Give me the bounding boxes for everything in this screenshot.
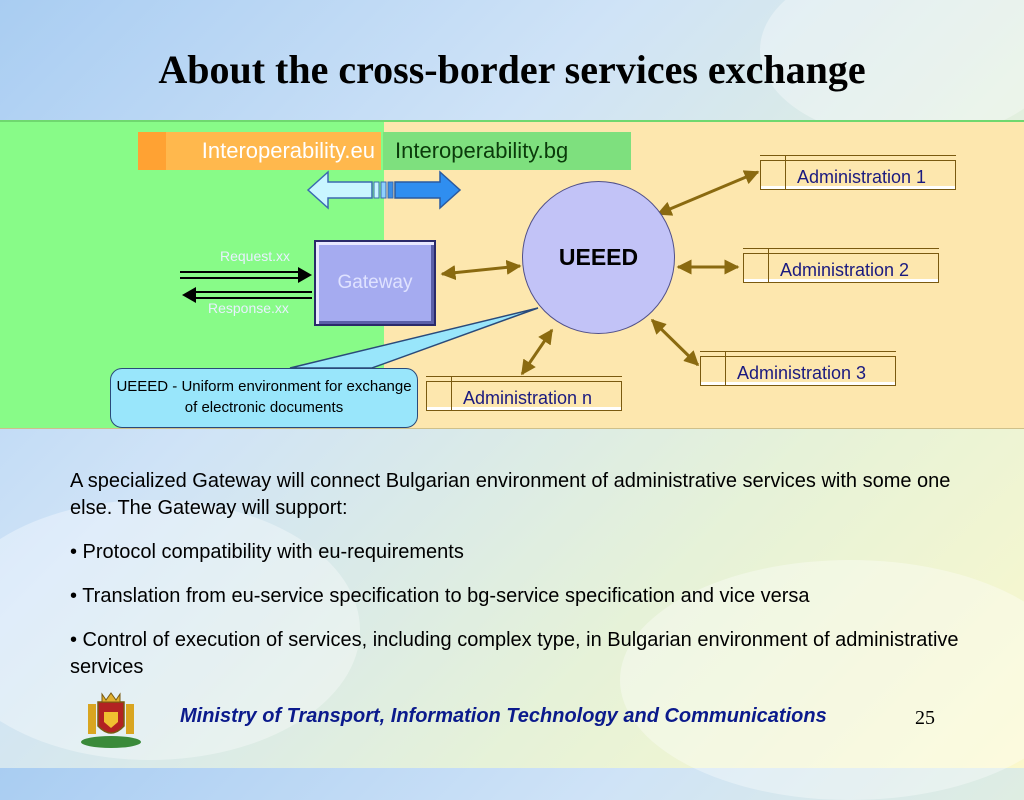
bulgarian-coat-of-arms-icon [81, 692, 141, 748]
double-arrow-icon [306, 170, 462, 210]
body-text: A specialized Gateway will connect Bulga… [70, 468, 982, 698]
tab-interoperability-eu: Interoperability.eu [138, 132, 381, 170]
administration-2-label: Administration 2 [780, 260, 910, 280]
ueeed-label: UEEED [558, 244, 639, 270]
gateway-ueeed-connector [440, 259, 522, 281]
tab-interoperability-bg: Interoperability.bg [383, 132, 631, 170]
bullet-control: • Control of execution of services, incl… [70, 629, 959, 678]
intro-paragraph: A specialized Gateway will connect Bulga… [70, 470, 951, 519]
gateway-box: Gateway [314, 240, 436, 326]
administration-3-label: Administration 3 [737, 363, 867, 383]
response-label: Response.xx [208, 300, 289, 316]
administration-1-box: Administration 1 [760, 155, 956, 190]
administration-2-box: Administration 2 [743, 248, 939, 283]
administration-1-label: Administration 1 [797, 167, 927, 187]
exchange-diagram: Interoperability.eu Interoperability.bg [0, 120, 1024, 429]
page-number: 25 [915, 707, 935, 729]
admin3-connector [650, 318, 700, 367]
footer-ministry: Ministry of Transport, Information Techn… [180, 705, 827, 727]
response-arrow [182, 287, 312, 303]
connector-layer [180, 170, 760, 376]
request-label: Request.xx [220, 248, 291, 264]
ueeed-callout: UEEED - Uniform environment for exchange… [110, 368, 418, 428]
administration-n-box: Administration n [426, 376, 622, 411]
ueeed-hub: UEEED [522, 181, 675, 334]
administration-n-label: Administration n [463, 388, 593, 408]
bullet-protocol: • Protocol compatibility with eu-require… [70, 541, 464, 563]
admin1-connector [656, 170, 760, 216]
administration-3-box: Administration 3 [700, 351, 896, 386]
admin-n-connector [520, 328, 554, 376]
bullet-translation: • Translation from eu-service specificat… [70, 585, 810, 607]
slide-title: About the cross-border services exchange [158, 47, 866, 92]
request-arrow [180, 267, 312, 283]
